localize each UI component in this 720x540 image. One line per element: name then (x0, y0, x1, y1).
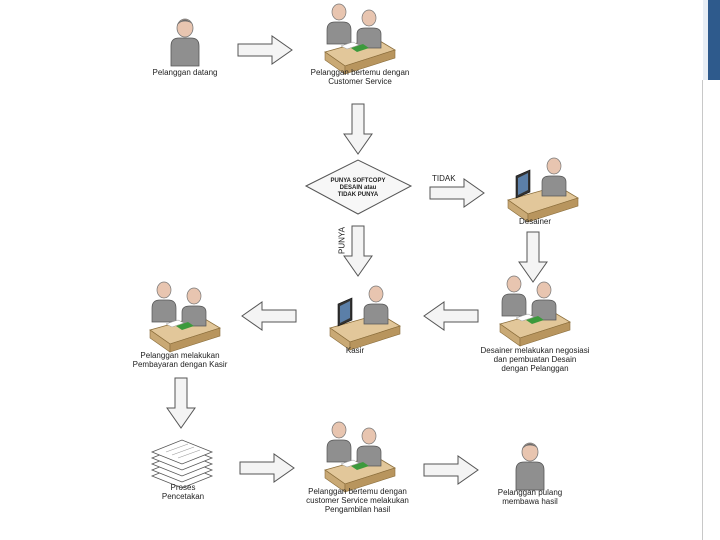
label-pembayaran: Pelanggan melakukan Pembayaran dengan Ka… (132, 351, 228, 369)
customer-arrival-icon (170, 18, 200, 67)
arrow-left-2 (241, 301, 297, 331)
arrow-right-3 (423, 455, 479, 485)
label-pelanggan-datang: Pelanggan datang (152, 68, 218, 77)
label-negosiasi: Desainer melakukan negosiasi dan pembuat… (480, 346, 590, 373)
decision-diamond (304, 159, 413, 215)
designer-icon (507, 157, 579, 223)
customer-service-meeting-icon (324, 3, 396, 75)
label-desainer: Desainer (518, 217, 551, 226)
arrow-right-2 (239, 453, 295, 483)
side-strip-light (703, 0, 708, 80)
arrow-down-1 (343, 103, 373, 155)
pickup-meeting-icon (324, 421, 396, 493)
arrow-down-2 (518, 231, 548, 283)
arrow-left-1 (423, 301, 479, 331)
label-kasir: Kasir (345, 346, 365, 355)
label-decision: PUNYA SOFTCOPY DESAIN atau TIDAK PUNYA (330, 178, 386, 198)
side-divider (702, 80, 703, 540)
arrow-right-tidak (429, 178, 485, 208)
label-bertemu-cs: Pelanggan bertemu dengan Customer Servic… (310, 68, 410, 86)
printing-papers-icon (151, 439, 213, 489)
designer-negotiation-icon (499, 275, 571, 347)
payment-meeting-icon (149, 281, 221, 353)
label-proses: Proses Pencetakan (161, 483, 205, 501)
customer-leaving-icon (515, 442, 545, 491)
cashier-icon (329, 285, 401, 351)
arrow-down-3 (166, 377, 196, 429)
label-punya: PUNYA (337, 227, 347, 254)
arrow-right-1 (237, 35, 293, 65)
label-pulang: Pelanggan pulang membawa hasil (497, 488, 563, 506)
label-pengambilan: Pelanggan bertemu dengan customer Servic… (306, 487, 409, 514)
arrow-down-punya (343, 225, 373, 277)
side-strip-accent (708, 0, 720, 80)
label-tidak: TIDAK (432, 174, 456, 183)
